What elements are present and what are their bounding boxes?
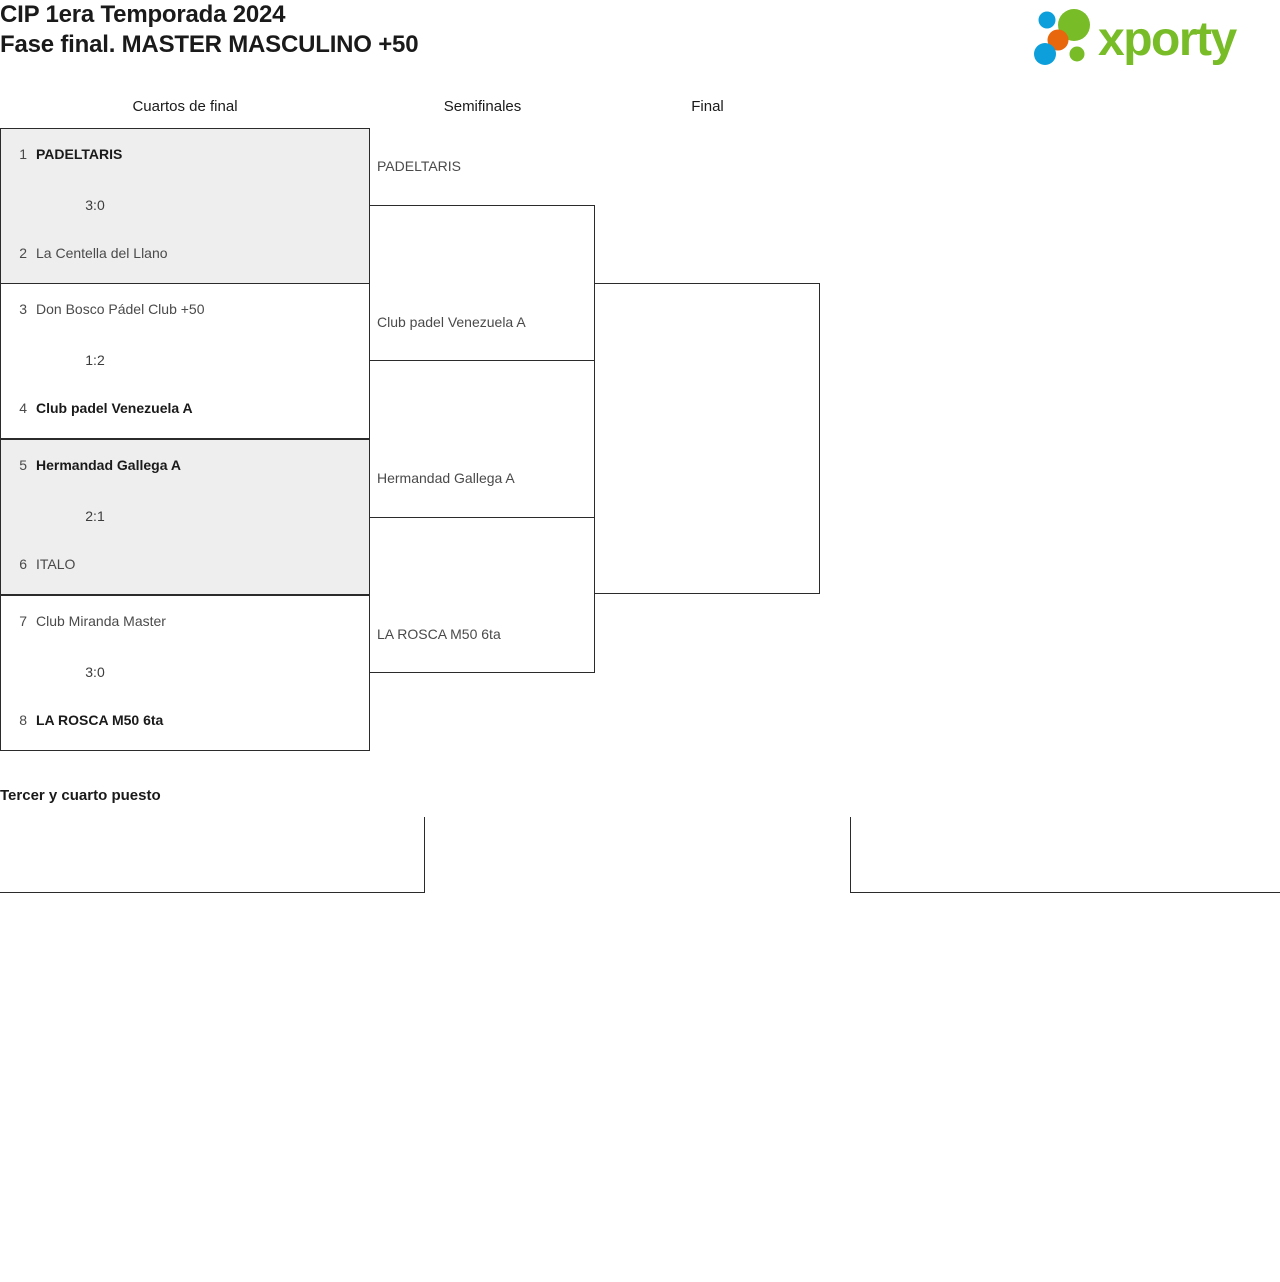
match-final[interactable] xyxy=(594,283,820,594)
match-qf-4-score: 3:0 xyxy=(85,664,105,680)
match-sf-1-slot-bottom[interactable]: Club padel Venezuela A xyxy=(377,314,526,330)
match-qf-2-score: 1:2 xyxy=(85,352,105,368)
match-qf-4-slot-bottom[interactable]: 8 LA ROSCA M50 6ta xyxy=(1,712,369,734)
match-qf-1[interactable]: 1 PADELTARIS 3:0 2 La Centella del Llano xyxy=(0,128,370,284)
match-sf-2[interactable] xyxy=(369,517,595,673)
match-qf-3-score: 2:1 xyxy=(85,508,105,524)
logo-dots-icon xyxy=(1034,9,1090,65)
team-name: PADELTARIS xyxy=(36,146,123,162)
team-name: Hermandad Gallega A xyxy=(36,457,181,473)
team-name: LA ROSCA M50 6ta xyxy=(36,712,164,728)
round-header-semifinals: Semifinales xyxy=(443,98,522,115)
match-qf-3-slot-top[interactable]: 5 Hermandad Gallega A xyxy=(1,457,369,479)
seed-number: 7 xyxy=(19,613,27,629)
team-name: Don Bosco Pádel Club +50 xyxy=(36,301,205,317)
xporty-logo: xporty xyxy=(1032,6,1272,68)
match-qf-3-slot-bottom[interactable]: 6 ITALO xyxy=(1,556,369,578)
match-sf-1-slot-top[interactable]: PADELTARIS xyxy=(377,158,462,174)
match-qf-3[interactable]: 5 Hermandad Gallega A 2:1 6 ITALO xyxy=(0,439,370,595)
match-qf-1-slot-top[interactable]: 1 PADELTARIS xyxy=(1,146,369,168)
round-header-final: Final xyxy=(691,98,724,115)
team-name: ITALO xyxy=(36,556,76,572)
seed-number: 4 xyxy=(19,400,27,416)
team-name: Club padel Venezuela A xyxy=(36,400,193,416)
seed-number: 5 xyxy=(19,457,27,473)
match-qf-2-slot-top[interactable]: 3 Don Bosco Pádel Club +50 xyxy=(1,301,369,323)
match-qf-2[interactable]: 3 Don Bosco Pádel Club +50 1:2 4 Club pade… xyxy=(0,283,370,439)
page-title: CIP 1era Temporada 2024 Fase final. MAST… xyxy=(0,0,900,60)
seed-number: 1 xyxy=(19,146,27,162)
match-qf-1-score: 3:0 xyxy=(85,197,105,213)
team-name: La Centella del Llano xyxy=(36,245,168,261)
team-name: Club Miranda Master xyxy=(36,613,166,629)
seed-number: 2 xyxy=(19,245,27,261)
logo-wordmark: xporty xyxy=(1098,13,1238,66)
match-qf-4-slot-top[interactable]: 7 Club Miranda Master xyxy=(1,613,369,635)
match-qf-2-slot-bottom[interactable]: 4 Club padel Venezuela A xyxy=(1,400,369,422)
page-title-line-1: CIP 1era Temporada 2024 xyxy=(0,1,286,28)
match-qf-1-slot-bottom[interactable]: 2 La Centella del Llano xyxy=(1,245,369,267)
seed-number: 3 xyxy=(19,301,27,317)
match-sf-2-slot-bottom[interactable]: LA ROSCA M50 6ta xyxy=(377,626,501,642)
match-sf-2-slot-top[interactable]: Hermandad Gallega A xyxy=(377,470,515,486)
third-place-title: Tercer y cuarto puesto xyxy=(0,787,161,804)
match-third-place-right[interactable] xyxy=(850,817,1280,893)
seed-number: 6 xyxy=(19,556,27,572)
round-header-quarterfinals: Cuartos de final xyxy=(132,98,238,115)
match-qf-4[interactable]: 7 Club Miranda Master 3:0 8 LA ROSCA M50 6… xyxy=(0,595,370,751)
seed-number: 8 xyxy=(19,712,27,728)
match-third-place-left[interactable] xyxy=(0,817,425,893)
page-title-line-2: Fase final. MASTER MASCULINO +50 xyxy=(0,31,419,58)
match-sf-1[interactable] xyxy=(369,205,595,361)
